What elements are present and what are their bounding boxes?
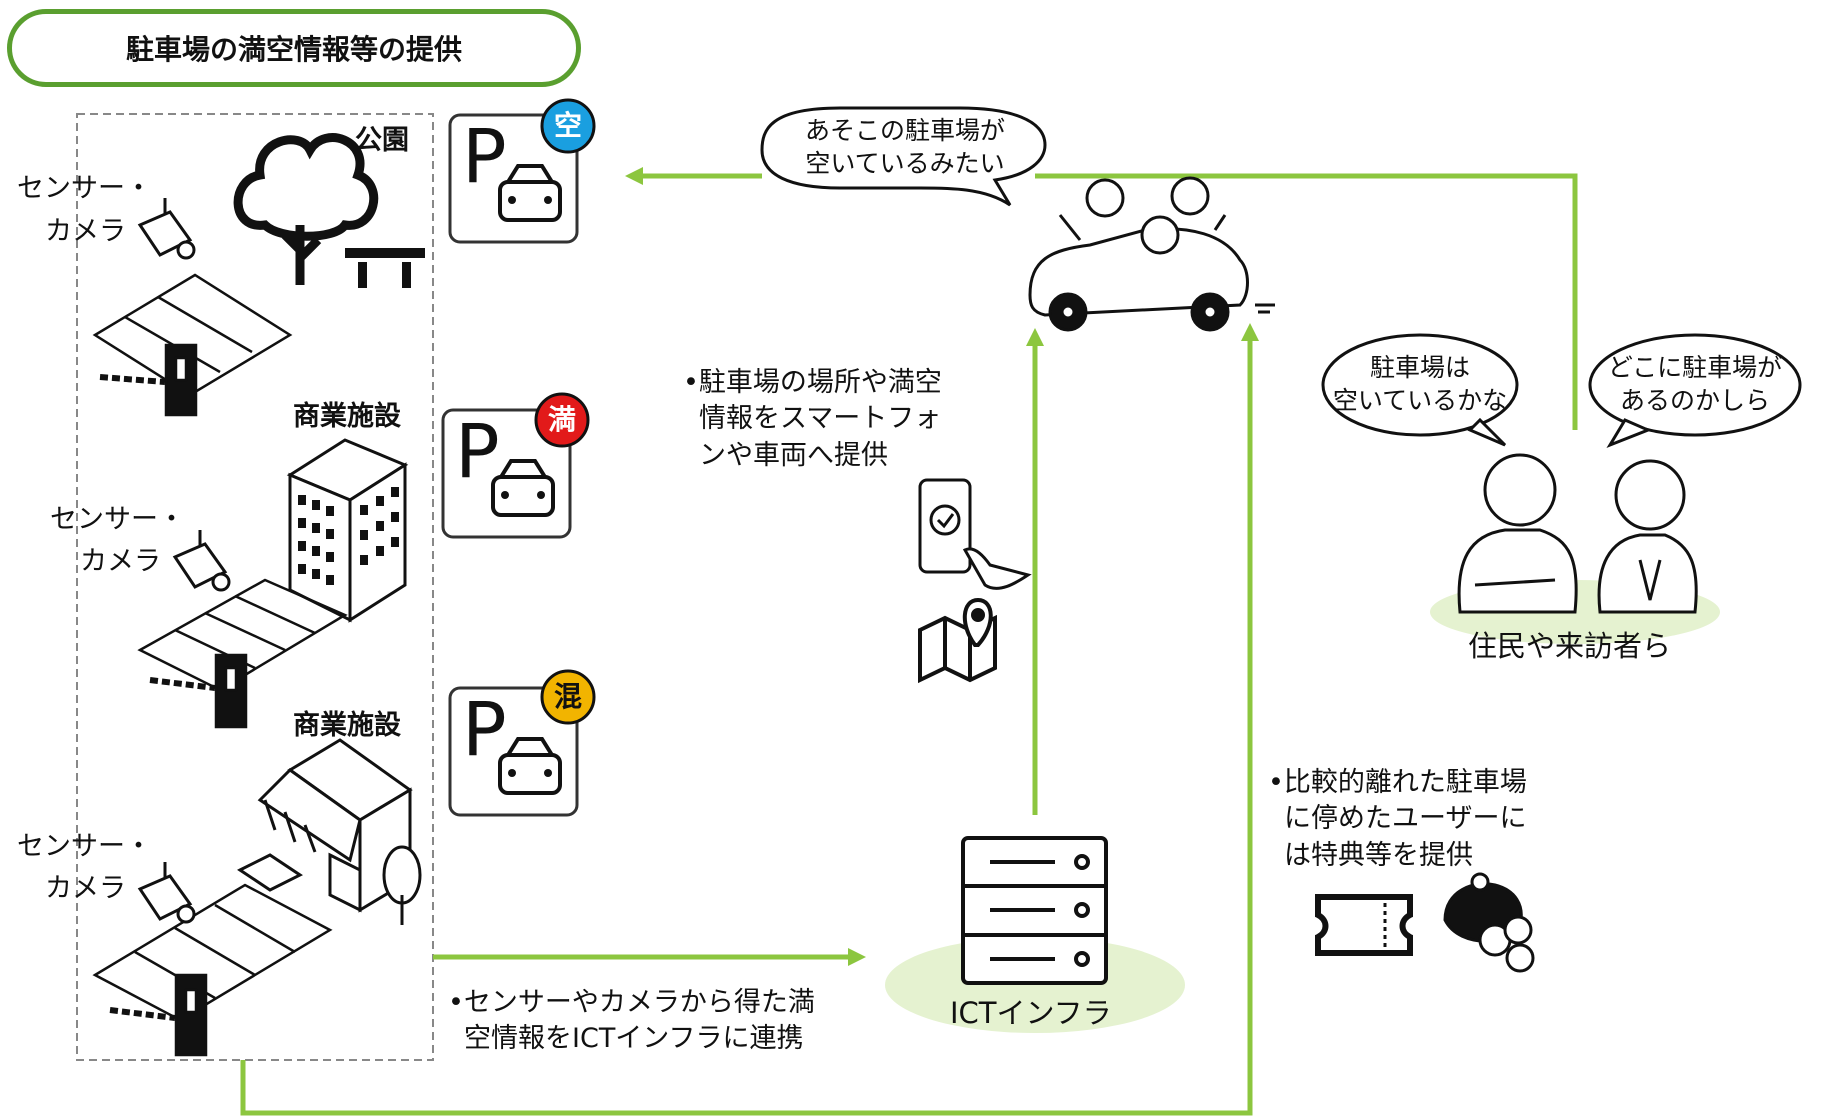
parking-letter: P xyxy=(462,114,507,200)
bullet-line: •比較的離れた駐車場 xyxy=(1268,767,1527,798)
camera-icon xyxy=(137,198,196,260)
server-icon xyxy=(961,836,1108,985)
status-badge-label: 混 xyxy=(553,680,582,713)
car-bubble-line1: あそこの駐車場が xyxy=(804,116,1005,145)
resident-bubble-2-line2: あるのかしら xyxy=(1619,385,1770,415)
man-icon xyxy=(1457,453,1578,614)
bullet-benefit: •比較的離れた駐車場 に停めたユーザーに は特典等を提供 xyxy=(1268,765,1527,874)
smartphone-icon xyxy=(918,478,1032,590)
arrowhead-parking-top xyxy=(625,167,643,185)
bullet-line: •センサーやカメラから得た満 xyxy=(448,987,815,1018)
status-badge-crowded xyxy=(540,669,596,725)
bench-icon xyxy=(345,248,425,288)
parking-sign-2 xyxy=(441,408,572,539)
office-building-icon xyxy=(286,438,409,623)
bullet-line: •駐車場の場所や満空 xyxy=(683,367,942,398)
resident-bubble-1-line2: 空いているかな xyxy=(1332,385,1508,415)
parking-lot-3 xyxy=(92,883,333,1057)
camera-icon xyxy=(172,530,231,592)
arrow-bottom-loop xyxy=(240,340,1253,1116)
resident-bubble-1-tail xyxy=(1467,417,1507,447)
parking-lot-2 xyxy=(137,578,348,729)
bullet-line: 空情報をICTインフラに連携 xyxy=(464,1023,804,1055)
map-icon xyxy=(918,597,997,684)
ticket-icon xyxy=(1315,894,1413,956)
resident-bubble-1 xyxy=(1321,333,1519,437)
car-speech-bubble xyxy=(760,106,1047,207)
flow-arrows xyxy=(240,167,1578,1116)
parking-lot-1 xyxy=(92,273,293,417)
car-bubble-text: あそこの駐車場が 空いているみたい xyxy=(780,115,1030,180)
resident-bubble-2-text: どこに駐車場が あるのかしら xyxy=(1595,352,1795,417)
parking-letter: P xyxy=(462,687,507,773)
sensor-label-line1: センサー・ xyxy=(17,831,152,862)
resident-bubble-2-line1: どこに駐車場が xyxy=(1607,353,1783,382)
status-badge-available xyxy=(540,98,596,154)
arrowhead-car-right xyxy=(1241,323,1259,341)
diagram-title: 駐車場の満空情報等の提供 xyxy=(7,9,581,87)
bullet-line: 情報をスマートフォ xyxy=(699,403,942,435)
camera-icon xyxy=(137,862,196,924)
woman-icon xyxy=(1597,459,1698,614)
resident-bubble-2 xyxy=(1588,333,1802,437)
shop-icon xyxy=(237,738,422,925)
site-label-commercial-2: 商業施設 xyxy=(293,710,401,741)
arrow-residents-to-top xyxy=(1035,173,1578,430)
status-badge-label: 空 xyxy=(553,109,582,142)
parking-sign-1 xyxy=(448,113,579,244)
bullet-line: ンや車両へ提供 xyxy=(699,439,888,471)
sensor-label-line2: カメラ xyxy=(80,546,161,577)
resident-bubble-1-line1: 駐車場は xyxy=(1369,353,1470,382)
site-label-park: 公園 xyxy=(355,125,409,156)
site-label-commercial-1: 商業施設 xyxy=(293,401,401,432)
arrowhead-ict xyxy=(848,948,866,966)
sensor-label-line1: センサー・ xyxy=(17,173,152,204)
status-badge-full xyxy=(534,392,590,448)
bullet-line: に停めたユーザーに xyxy=(1284,803,1527,835)
purse-coin-icon xyxy=(1443,872,1535,973)
bullet-line: は特典等を提供 xyxy=(1284,839,1473,871)
resident-bubble-2-tail xyxy=(1606,418,1652,449)
bullet-smartphone-provision: •駐車場の場所や満空 情報をスマートフォ ンや車両へ提供 xyxy=(683,365,942,474)
sensor-label-line2: カメラ xyxy=(45,216,126,247)
residents-label: 住民や来訪者ら xyxy=(1468,629,1672,663)
status-badge-label: 満 xyxy=(547,403,576,436)
parking-sign-3 xyxy=(448,686,579,817)
tree-icon xyxy=(233,133,379,285)
car-bubble-line2: 空いているみたい xyxy=(805,148,1005,178)
parking-letter: P xyxy=(455,409,500,495)
arrowhead-car-left xyxy=(1026,328,1044,346)
sensor-label-line1: センサー・ xyxy=(50,504,185,535)
ict-label: ICTインフラ xyxy=(950,996,1112,1030)
car-with-family-icon xyxy=(1028,176,1275,332)
resident-bubble-1-text: 駐車場は 空いているかな xyxy=(1325,352,1515,417)
bullet-sensor-linkage: •センサーやカメラから得た満 空情報をICTインフラに連携 xyxy=(448,985,815,1058)
sensor-label-line2: カメラ xyxy=(45,873,126,904)
